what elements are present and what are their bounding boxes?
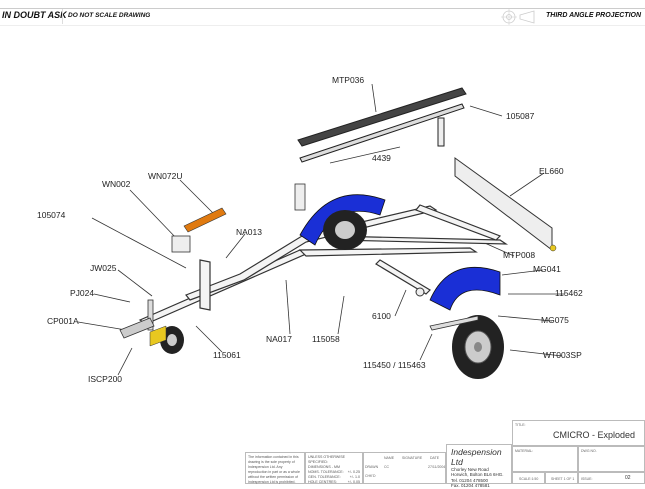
drawn-label: DRAWN — [365, 465, 379, 469]
sheet: SHEET 1 OF 1 — [551, 477, 575, 481]
callout-4439: 4439 — [372, 153, 391, 163]
leader-jw025 — [117, 269, 153, 297]
tolerance-row: GEN. TOLERANCE: +/- 1.0 — [308, 475, 360, 479]
callout-105087: 105087 — [506, 111, 535, 121]
callout-115061: 115061 — [213, 350, 241, 360]
title-cell: TITLE: CMICRO - Exploded — [512, 420, 645, 446]
leader-wn002 — [129, 189, 179, 241]
leader-wn072u — [179, 179, 217, 217]
callout-mg075: MG075 — [541, 315, 569, 325]
left-wheel-assembly — [299, 194, 386, 250]
callout-wt003sp: WT003SP — [543, 350, 582, 360]
callout-jw025: JW025 — [90, 263, 117, 273]
leader-4439 — [329, 146, 401, 164]
signature-header: SIGNATURE — [402, 456, 423, 460]
leader-pj024 — [93, 293, 131, 303]
issue-label: ISSUE: — [581, 477, 593, 481]
header-bar: IN DOUBT ASK DO NOT SCALE DRAWING THIRD … — [0, 8, 645, 26]
company-fax: Fax. 01204 478581 — [451, 483, 490, 489]
name-header: NAME — [384, 456, 395, 460]
disclaimer: The information contained in this drawin… — [245, 452, 305, 484]
leader-115450 — [419, 333, 433, 361]
title-label: TITLE: — [515, 423, 526, 427]
drawing-title: CMICRO - Exploded — [553, 430, 636, 440]
issue-number: 02 — [625, 475, 631, 481]
third-angle-projection-symbol-icon — [501, 9, 535, 25]
issue-cell: ISSUE: 02 — [578, 472, 645, 484]
company-address: Horwich, Bolton BL6 6HG. — [451, 472, 504, 478]
company-name: Indespension Ltd — [451, 447, 502, 467]
do-not-scale-note: DO NOT SCALE DRAWING — [68, 12, 151, 19]
leader-mtp036 — [371, 83, 377, 113]
drawn-name: CC — [384, 465, 390, 469]
leader-wt003sp — [509, 349, 563, 357]
tolerance-heading: UNLESS OTHERWISE SPECIFIED: — [308, 455, 346, 464]
el660-lightboard — [454, 157, 553, 252]
callout-6100: 6100 — [372, 311, 391, 321]
callout-mg041: MG041 — [533, 264, 561, 274]
dwg-no-label: DWG NO. — [581, 449, 597, 453]
callout-115058: 115058 — [312, 334, 340, 344]
leader-na017 — [285, 279, 291, 335]
leader-mg041 — [501, 269, 544, 276]
wt003sp-wheel — [452, 315, 504, 379]
in-doubt-ask: IN DOUBT ASK — [2, 10, 67, 20]
callout-115462: 115462 — [555, 288, 583, 298]
leader-na013 — [225, 233, 246, 259]
company-tel: Tel. 01204 478500 — [451, 477, 489, 483]
6100-hub — [415, 287, 425, 297]
checked-label: CHK'D — [365, 474, 376, 478]
wn002-winch — [171, 235, 191, 253]
projection-label: THIRD ANGLE PROJECTION — [546, 12, 642, 19]
drawn-date: 27/11/2004 — [428, 465, 446, 469]
callout-na017: NA017 — [266, 334, 292, 344]
material-label: MATERIAL: — [515, 449, 534, 453]
date-header: DATE — [430, 456, 440, 460]
leader-cp001a — [77, 321, 127, 331]
jockey-wheel — [147, 299, 184, 354]
tolerance-dims: DIMENSIONS - MM — [308, 465, 340, 469]
callout-mtp008: MTP008 — [503, 250, 536, 260]
leader-mg075 — [497, 315, 553, 322]
signature-grid: NAME SIGNATURE DATE DRAWN CC 27/11/2004 … — [363, 452, 446, 484]
callout-na013: NA013 — [236, 227, 262, 237]
coupling — [119, 317, 155, 339]
company-block: Indespension Ltd Chorley New Road Horwic… — [446, 444, 512, 488]
4439-bracket — [294, 183, 306, 211]
material-cell: MATERIAL: — [512, 446, 578, 472]
leader-115058 — [337, 295, 345, 335]
right-mudguard-mg041 — [429, 266, 501, 311]
callout-iscp200: ISCP200 — [88, 374, 123, 384]
callout-mtp036: MTP036 — [332, 75, 365, 85]
company-address: Chorley New Road — [451, 467, 489, 472]
tolerance-row: NOMS. TOLERANCE: +/- 0.25 — [308, 470, 360, 474]
callout-105074: 105074 — [37, 210, 66, 220]
mtp036-strip — [297, 87, 467, 163]
leader-6100 — [394, 289, 407, 317]
callout-el660: EL660 — [539, 166, 564, 176]
leader-iscp200 — [117, 347, 133, 376]
callout-115450-115463: 115450 / 115463 — [363, 360, 426, 370]
mg075-stay — [429, 315, 479, 331]
wn072u-strap — [183, 207, 227, 233]
callout-wn072u: WN072U — [148, 171, 183, 181]
callout-wn002: WN002 — [102, 179, 131, 189]
leader-115061 — [195, 325, 223, 353]
leader-105074 — [91, 217, 187, 269]
sheet-cell: SHEET 1 OF 1 — [545, 472, 578, 484]
tolerances: UNLESS OTHERWISE SPECIFIED: DIMENSIONS -… — [305, 452, 363, 484]
callout-cp001a: CP001A — [47, 316, 79, 326]
dwg-no-cell: DWG NO. — [578, 446, 645, 472]
leader-el660 — [509, 172, 545, 197]
scale: SCALE:1:50 — [519, 477, 539, 481]
scale-cell: SCALE:1:50 — [512, 472, 545, 484]
tolerance-row: HOLE CENTRES: +/- 0.05 — [308, 480, 360, 484]
leader-105087 — [469, 105, 503, 117]
callout-pj024: PJ024 — [70, 288, 95, 298]
